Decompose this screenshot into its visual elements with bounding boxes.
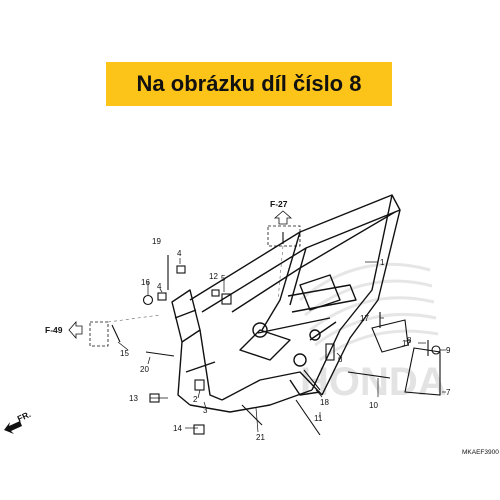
arrow-up-icon bbox=[273, 210, 293, 225]
arrow-left-icon bbox=[68, 320, 83, 340]
part-number-2: 2 bbox=[193, 395, 198, 404]
part-number-15: 15 bbox=[120, 349, 129, 358]
part-number-6: 6 bbox=[338, 355, 343, 364]
part-number-4b: 4 bbox=[157, 282, 162, 291]
honda-wing-watermark bbox=[299, 262, 439, 362]
part-number-5: 5 bbox=[221, 274, 226, 283]
diagram-code: MKAEF3900 bbox=[462, 449, 499, 456]
part-number-1: 1 bbox=[380, 258, 385, 267]
part-number-7: 7 bbox=[446, 388, 451, 397]
part-number-10: 10 bbox=[369, 401, 378, 410]
leader-lines bbox=[117, 258, 446, 433]
part-number-13: 13 bbox=[129, 394, 138, 403]
guide-lines bbox=[107, 245, 284, 323]
part-number-3: 3 bbox=[203, 406, 208, 415]
part-number-14: 14 bbox=[173, 424, 182, 433]
front-label: FR. bbox=[16, 409, 33, 424]
front-direction-indicator: FR. bbox=[4, 409, 32, 434]
ref-f27-box: F-27 bbox=[267, 199, 301, 247]
part-number-11: 11 bbox=[314, 414, 323, 423]
part-number-21: 21 bbox=[256, 433, 265, 442]
loose-parts bbox=[111, 232, 441, 436]
part-number-9: 9 bbox=[446, 346, 451, 355]
part-number-17a: 17 bbox=[360, 314, 369, 323]
ref-f49-box: F-49 bbox=[45, 320, 109, 347]
ref-f49-label: F-49 bbox=[45, 325, 63, 335]
watermark-text: HONDA bbox=[300, 360, 447, 404]
main-frame bbox=[171, 194, 401, 413]
part-number-17b: 17 bbox=[402, 339, 411, 348]
part-number-8: 8 bbox=[407, 336, 412, 345]
part-number-16: 16 bbox=[141, 278, 150, 287]
part-number-18: 18 bbox=[320, 398, 329, 407]
part-number-20: 20 bbox=[140, 365, 149, 374]
front-arrow-icon bbox=[4, 421, 22, 434]
part-number-banner: Na obrázku díl číslo 8 bbox=[106, 62, 392, 106]
part-number-4a: 4 bbox=[177, 249, 182, 258]
banner-text: Na obrázku díl číslo 8 bbox=[136, 71, 362, 96]
part-number-12: 12 bbox=[209, 272, 218, 281]
part-number-19: 19 bbox=[152, 237, 161, 246]
ref-f27-label: F-27 bbox=[270, 199, 288, 209]
